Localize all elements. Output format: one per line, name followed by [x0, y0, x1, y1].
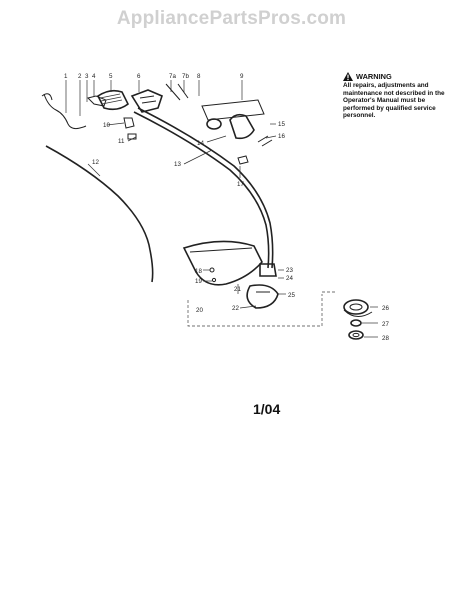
callout-11: 11 — [118, 138, 125, 145]
warning-triangle-icon — [343, 72, 353, 81]
callout-6: 6 — [137, 73, 141, 80]
callout-23: 23 — [286, 267, 293, 274]
callout-12: 12 — [92, 159, 99, 166]
callout-14: 14 — [197, 140, 204, 147]
callout-1: 1 — [64, 73, 68, 80]
callout-8: 8 — [197, 73, 201, 80]
callout-3: 3 — [85, 73, 89, 80]
callout-24: 24 — [286, 275, 293, 282]
callout-27: 27 — [382, 321, 389, 328]
callout-22: 22 — [232, 305, 239, 312]
callout-28: 28 — [382, 335, 389, 342]
callout-13: 13 — [174, 161, 181, 168]
date-code: 1/04 — [253, 401, 281, 417]
callout-21: 21 — [234, 286, 241, 293]
callout-9: 9 — [240, 73, 244, 80]
callout-7a: 7a — [169, 73, 176, 80]
callout-16: 16 — [278, 133, 285, 140]
callout-10: 10 — [103, 122, 110, 129]
callout-26: 26 — [382, 305, 389, 312]
callout-20: 20 — [196, 307, 203, 314]
callout-19: 19 — [195, 278, 202, 285]
callout-15: 15 — [278, 121, 285, 128]
callout-17: 17 — [237, 181, 244, 188]
callout-4: 4 — [92, 73, 96, 80]
warning-box: WARNING All repairs, adjustments and mai… — [343, 72, 455, 120]
warning-title-row: WARNING — [343, 72, 455, 81]
watermark: AppliancePartsPros.com — [116, 8, 347, 29]
callout-25: 25 — [288, 292, 295, 299]
warning-body: All repairs, adjustments and maintenance… — [343, 82, 445, 120]
callout-7b: 7b — [182, 73, 189, 80]
callout-18: 18 — [195, 268, 202, 275]
warning-title: WARNING — [356, 71, 392, 81]
callout-2: 2 — [78, 73, 82, 80]
callout-5: 5 — [109, 73, 113, 80]
